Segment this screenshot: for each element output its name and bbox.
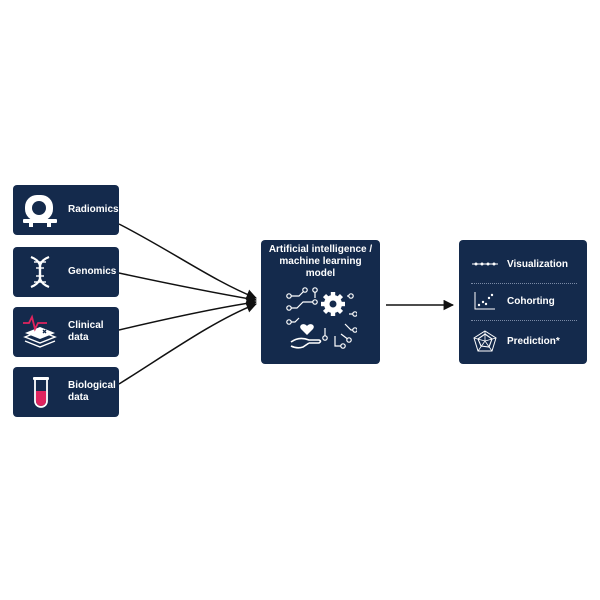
line-plot-icon — [472, 262, 498, 266]
input-label-clinical: Clinical data — [68, 320, 104, 343]
input-label-radiomics: Radiomics — [68, 204, 119, 215]
input-label-genomics: Genomics — [68, 266, 117, 277]
input-box-clinical: Clinical data — [13, 307, 119, 357]
arrow-biological-to-model — [118, 302, 257, 385]
divider — [471, 283, 577, 284]
dna-icon — [30, 255, 50, 289]
model-box: Artificial intelligence / machine learni… — [261, 240, 380, 364]
model-title: Artificial intelligence / machine learni… — [268, 244, 373, 279]
divider — [471, 320, 577, 321]
output-row-visualization: Visualization — [471, 246, 577, 282]
arrow-genomics-to-model — [118, 272, 258, 304]
ai-network-icon — [286, 287, 357, 349]
output-label-cohorting: Cohorting — [507, 295, 555, 307]
ct-scanner-icon — [23, 195, 57, 227]
arrow-radiomics-to-model — [118, 223, 257, 300]
outputs-box: Visualization Cohorting Prediction* — [459, 240, 587, 364]
input-box-biological: Biological data — [13, 367, 119, 417]
test-tube-icon — [33, 377, 49, 408]
scatter-plot-icon — [474, 292, 495, 310]
output-row-prediction: Prediction* — [471, 323, 577, 359]
input-label-biological: Biological data — [68, 380, 116, 403]
output-label-visualization: Visualization — [507, 258, 568, 270]
output-label-prediction: Prediction* — [507, 335, 560, 347]
arrow-clinical-to-model — [118, 298, 258, 331]
output-row-cohorting: Cohorting — [471, 283, 577, 319]
clinical-records-icon — [23, 314, 57, 348]
input-box-radiomics: Radiomics — [13, 185, 119, 235]
radar-chart-icon — [473, 330, 497, 352]
input-box-genomics: Genomics — [13, 247, 119, 297]
